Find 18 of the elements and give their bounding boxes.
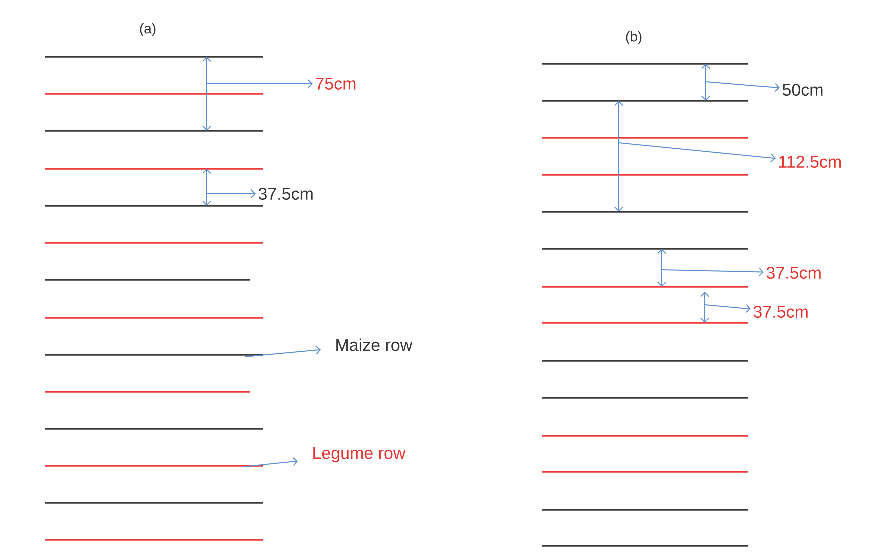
leader-arrow: [618, 142, 776, 163]
dimension-label: 37.5cm: [754, 306, 808, 318]
dimension-label: Maize row: [336, 338, 413, 352]
leader-arrow: [206, 190, 256, 198]
panel-label: (a): [140, 23, 156, 37]
dimension-label: 37.5cm: [766, 266, 821, 280]
leader-arrow: [244, 346, 322, 358]
leader-arrow: [206, 80, 313, 88]
dimension-label: 112.5cm: [780, 156, 842, 168]
leader-arrow: [242, 457, 298, 468]
leader-arrow: [704, 304, 752, 314]
dimension-label: 75cm: [316, 78, 356, 90]
leader-arrow: [706, 82, 780, 92]
leader-arrow: [662, 268, 764, 277]
dimension-label: 50cm: [782, 84, 823, 96]
panel-label: (b): [626, 31, 642, 45]
dimension-label: 37.5cm: [258, 188, 313, 200]
dimension-label: Legume row: [314, 447, 406, 463]
